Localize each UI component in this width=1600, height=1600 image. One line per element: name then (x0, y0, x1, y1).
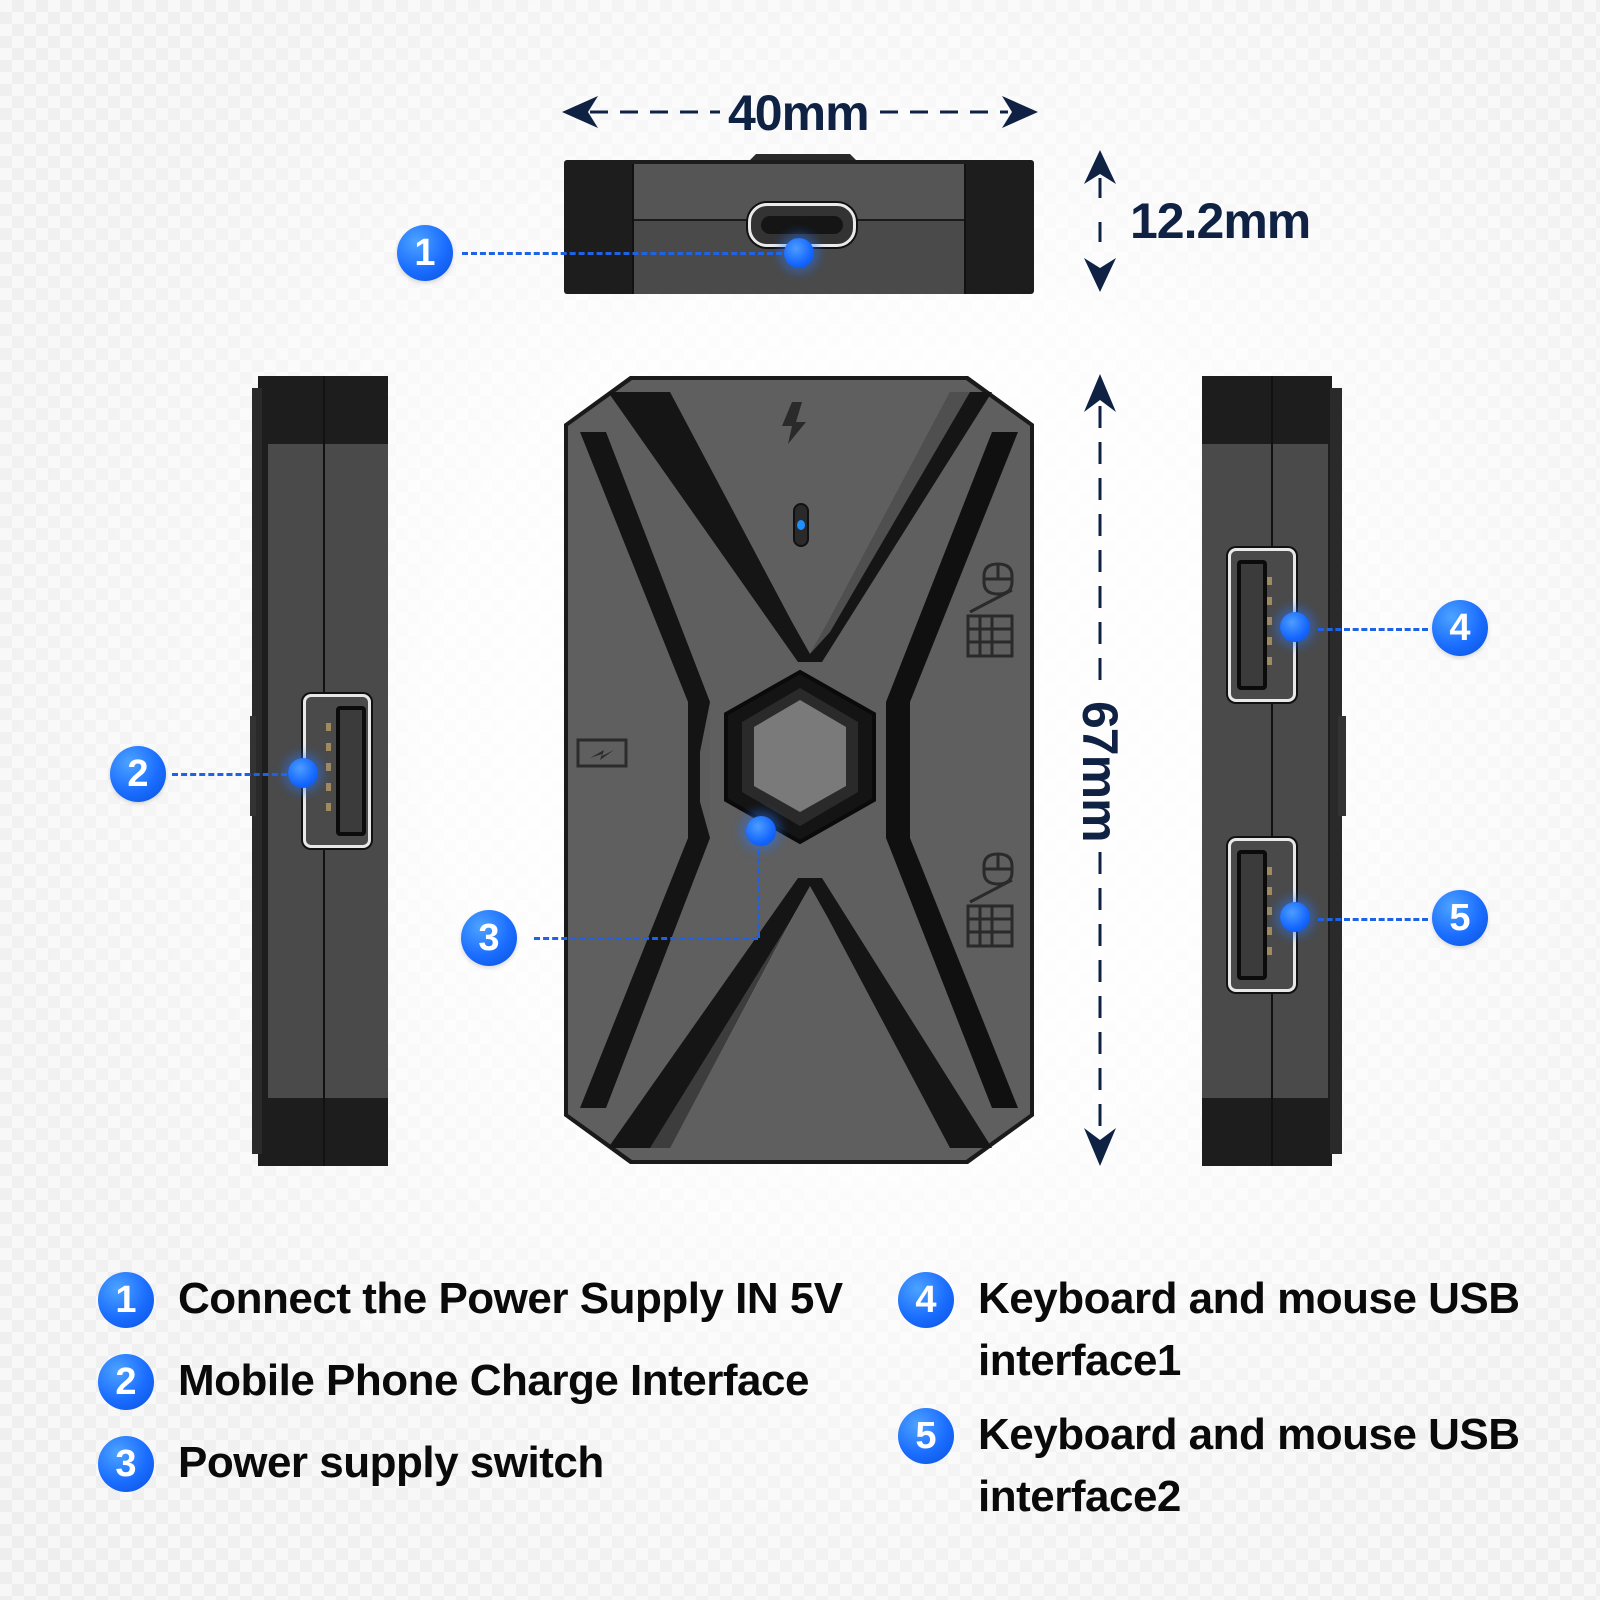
keyboard-mouse-icon-1 (966, 562, 1014, 658)
legend-badge-4: 4 (898, 1272, 954, 1328)
callout-dot-4 (1280, 612, 1310, 642)
device-right-body (1202, 376, 1346, 1166)
callout-dot-5 (1280, 902, 1310, 932)
legend-badge-1: 1 (98, 1272, 154, 1328)
legend-badge-5: 5 (898, 1408, 954, 1464)
callout-line-1 (462, 252, 782, 255)
width-arrow-icon (562, 96, 1038, 128)
legend-text-4: Keyboard and mouse USB interface1 (978, 1274, 1520, 1385)
lightning-icon (782, 402, 806, 444)
device-end-view (564, 154, 1034, 294)
right-usb-port-2 (1228, 838, 1296, 992)
callout-badge-5: 5 (1432, 890, 1488, 946)
legend-text-3: Power supply switch (178, 1438, 604, 1487)
callout-line-2 (172, 773, 296, 776)
legend-badge-3: 3 (98, 1436, 154, 1492)
callout-dot-1 (784, 238, 814, 268)
battery-charge-icon (576, 738, 628, 768)
callout-dot-2 (288, 758, 318, 788)
callout-line-5 (1318, 918, 1428, 921)
callout-line-4 (1318, 628, 1428, 631)
usb-c-tongue (761, 216, 843, 234)
callout-badge-4: 4 (1432, 600, 1488, 656)
callout-dot-3 (746, 816, 776, 846)
callout-badge-2: 2 (110, 746, 166, 802)
device-front-body (564, 376, 1034, 1164)
legend-text-1: Connect the Power Supply IN 5V (178, 1274, 843, 1323)
height-label: 12.2mm (1130, 193, 1311, 249)
length-arrow-icon (1084, 374, 1116, 1166)
callout-badge-3: 3 (461, 910, 517, 966)
height-arrow-icon (1084, 150, 1116, 292)
callout-line-3-v (757, 840, 760, 938)
left-usb-port (303, 694, 371, 848)
legend-text-5: Keyboard and mouse USB interface2 (978, 1410, 1520, 1521)
keyboard-mouse-icon-2 (966, 852, 1014, 948)
callout-line-3-h (534, 937, 758, 940)
length-label: 67mm (1072, 701, 1128, 842)
legend-text-2: Mobile Phone Charge Interface (178, 1356, 809, 1405)
legend-badge-2: 2 (98, 1354, 154, 1410)
width-label: 40mm (728, 85, 870, 141)
status-led (797, 520, 805, 530)
callout-badge-1: 1 (397, 225, 453, 281)
